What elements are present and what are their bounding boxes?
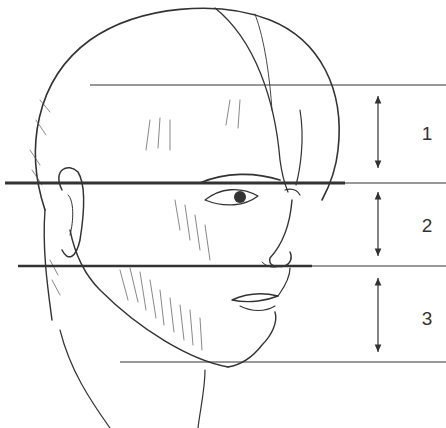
callout-number: 2 xyxy=(422,216,433,235)
callout-number: 3 xyxy=(422,309,433,328)
callout-number: 1 xyxy=(422,124,433,143)
